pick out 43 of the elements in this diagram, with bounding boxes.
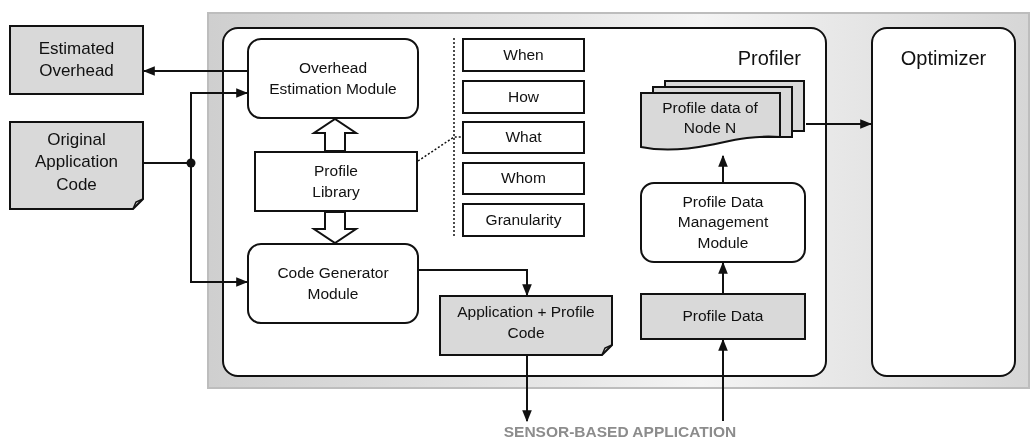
node-label: How: [507, 86, 540, 107]
node-label: SENSOR-BASED APPLICATION: [455, 421, 785, 443]
node-label: What: [504, 127, 543, 148]
node-label: Granularity: [484, 209, 563, 230]
process-box: [462, 38, 585, 72]
process-box: [462, 121, 585, 154]
node-label: Profile Data Management Module: [676, 192, 770, 253]
dotted-line: [417, 136, 463, 162]
profiler-panel: [222, 27, 827, 377]
block-arrow: [310, 211, 360, 245]
arrow: [418, 269, 532, 297]
arrow: [718, 154, 728, 183]
module-box: [247, 243, 419, 324]
optimizer-panel: [871, 27, 1016, 377]
arrow: [718, 261, 728, 294]
process-box: [462, 80, 585, 114]
system-panel: [207, 12, 1030, 389]
process-box: [254, 151, 418, 212]
node-label: Profile Data: [681, 306, 765, 327]
module-box: [247, 38, 419, 119]
process-box: [462, 162, 585, 195]
node-label: Profile data of Node N: [661, 97, 759, 138]
document-shape: [9, 121, 144, 210]
block-arrow: [310, 117, 360, 152]
arrow: [718, 338, 728, 422]
arrow: [522, 355, 532, 423]
data-box: [640, 293, 806, 340]
panel-title: Profiler: [737, 46, 801, 71]
node-label: Application + Profile Code: [456, 302, 596, 343]
node-label: When: [502, 44, 545, 65]
node-label: Profile Library: [311, 161, 361, 202]
arrow: [805, 119, 873, 129]
data-box: [9, 25, 144, 95]
arrow: [142, 66, 248, 76]
node-label: Original Application Code: [33, 129, 120, 196]
document-shape: [439, 295, 613, 356]
node-label: Whom: [500, 168, 547, 189]
node-label: Estimated Overhead: [37, 37, 116, 82]
panel-title: Optimizer: [899, 46, 988, 71]
node-label: Overhead Estimation Module: [268, 58, 398, 99]
process-box: [462, 203, 585, 237]
module-box: [640, 182, 806, 263]
node-label: Code Generator Module: [276, 263, 390, 304]
